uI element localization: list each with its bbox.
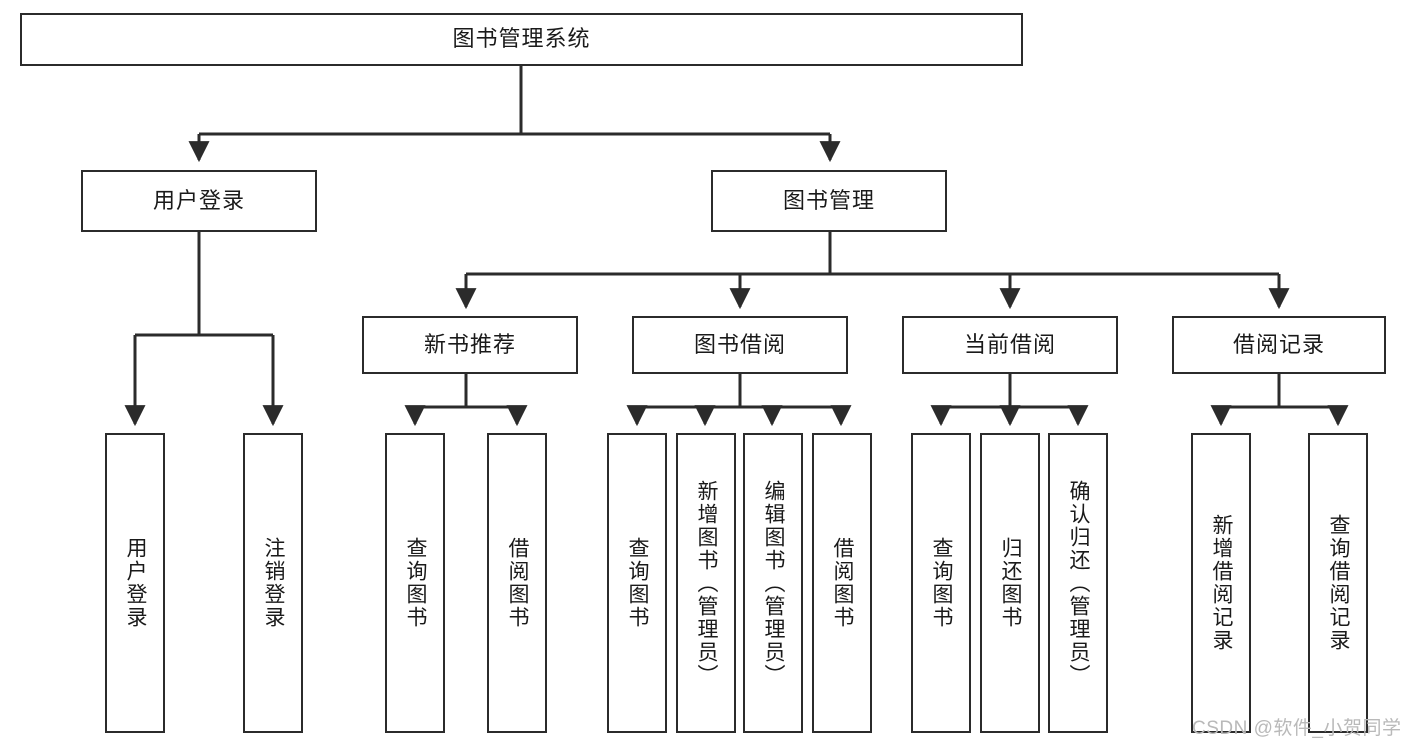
leaf-query-book-2[interactable]: 查询图书 <box>607 433 667 733</box>
leaf-borrow-book-2-label: 借阅图书 <box>831 537 854 629</box>
node-book-manage[interactable]: 图书管理 <box>711 170 947 232</box>
leaf-query-record[interactable]: 查询借阅记录 <box>1308 433 1368 733</box>
leaf-add-record-label: 新增借阅记录 <box>1210 514 1233 652</box>
csdn-watermark: CSDN @软件_小贺同学 <box>1192 718 1402 739</box>
leaf-logout[interactable]: 注销登录 <box>243 433 303 733</box>
leaf-confirm-return-label: 确认归还（管理员） <box>1067 479 1090 687</box>
node-borrow-record[interactable]: 借阅记录 <box>1172 316 1386 374</box>
node-root-label: 图书管理系统 <box>452 26 591 52</box>
leaf-query-book-3-label: 查询图书 <box>930 537 953 629</box>
leaf-return-book-label: 归还图书 <box>999 537 1022 629</box>
node-borrow-record-label: 借阅记录 <box>1232 331 1325 357</box>
node-book-borrow[interactable]: 图书借阅 <box>632 316 848 374</box>
leaf-return-book[interactable]: 归还图书 <box>980 433 1040 733</box>
leaf-query-record-label: 查询借阅记录 <box>1327 514 1350 652</box>
node-current-borrow[interactable]: 当前借阅 <box>902 316 1118 374</box>
leaf-add-book-label: 新增图书（管理员） <box>695 479 718 687</box>
leaf-add-record[interactable]: 新增借阅记录 <box>1191 433 1251 733</box>
leaf-query-book-1[interactable]: 查询图书 <box>385 433 445 733</box>
leaf-edit-book[interactable]: 编辑图书（管理员） <box>743 433 803 733</box>
leaf-query-book-1-label: 查询图书 <box>404 537 427 629</box>
leaf-logout-label: 注销登录 <box>262 537 285 629</box>
node-book-manage-label: 图书管理 <box>782 187 875 213</box>
node-book-borrow-label: 图书借阅 <box>693 331 786 357</box>
node-root[interactable]: 图书管理系统 <box>20 13 1023 66</box>
node-new-book-recommendation-label: 新书推荐 <box>423 331 516 357</box>
leaf-query-book-2-label: 查询图书 <box>626 537 649 629</box>
node-user-login[interactable]: 用户登录 <box>81 170 317 232</box>
leaf-confirm-return[interactable]: 确认归还（管理员） <box>1048 433 1108 733</box>
leaf-borrow-book-1-label: 借阅图书 <box>506 537 529 629</box>
leaf-query-book-3[interactable]: 查询图书 <box>911 433 971 733</box>
leaf-edit-book-label: 编辑图书（管理员） <box>762 479 785 687</box>
node-current-borrow-label: 当前借阅 <box>963 331 1056 357</box>
leaf-user-login-label: 用户登录 <box>124 537 147 629</box>
node-user-login-label: 用户登录 <box>152 187 245 213</box>
leaf-user-login[interactable]: 用户登录 <box>105 433 165 733</box>
leaf-borrow-book-2[interactable]: 借阅图书 <box>812 433 872 733</box>
node-new-book-recommendation[interactable]: 新书推荐 <box>362 316 578 374</box>
leaf-add-book[interactable]: 新增图书（管理员） <box>676 433 736 733</box>
leaf-borrow-book-1[interactable]: 借阅图书 <box>487 433 547 733</box>
